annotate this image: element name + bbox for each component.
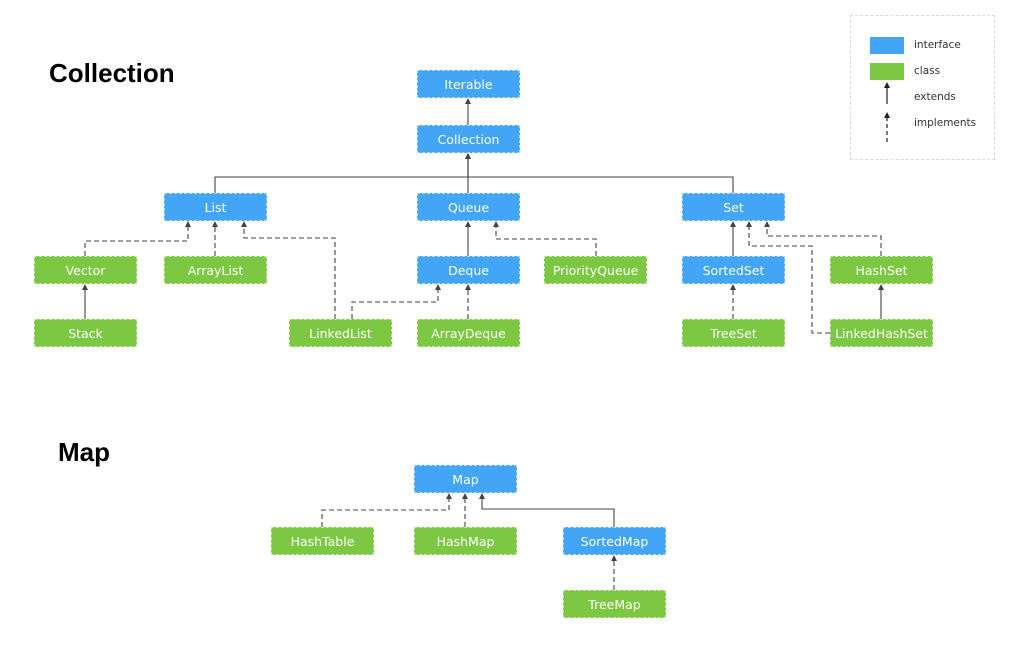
legend-class-swatch [870, 63, 904, 80]
node-iterable: Iterable [417, 70, 520, 98]
node-queue: Queue [417, 193, 520, 221]
node-map: Map [414, 465, 517, 493]
node-vector: Vector [34, 256, 137, 284]
node-treemap: TreeMap [563, 590, 666, 618]
implements-connector-arraydeque-to-deque [465, 284, 471, 319]
node-priorityqueue: PriorityQueue [544, 256, 647, 284]
map-section-title: Map [58, 437, 110, 467]
node-treeset: TreeSet [682, 319, 785, 347]
implements-connector-linkedlist-to-deque [351, 284, 441, 319]
implements-connector-priorityqueue-to-queue [493, 221, 597, 256]
node-set: Set [682, 193, 785, 221]
legend-implements-label: implements [914, 117, 977, 129]
extends-connector-list-to-collection [214, 153, 471, 193]
collection-section-title: Collection [49, 58, 175, 88]
implements-connector-hashmap-to-map [462, 493, 468, 527]
node-stack: Stack [34, 319, 137, 347]
node-sortedset: SortedSet [682, 256, 785, 284]
legend-interface-label: interface [914, 39, 961, 51]
implements-connector-vector-to-list [84, 221, 191, 256]
implements-connector-treemap-to-sortedmap [611, 555, 617, 590]
legend-extends-arrow-icon [884, 82, 890, 104]
implements-connector-arraylist-to-list [212, 221, 218, 256]
legend-class-label: class [914, 65, 941, 77]
extends-connector-set-to-collection [465, 153, 734, 193]
node-hashtable: HashTable [271, 527, 374, 555]
extends-connector-collection-to-iterable [465, 98, 471, 125]
extends-connector-sortedset-to-set [730, 221, 736, 256]
node-sortedmap: SortedMap [563, 527, 666, 555]
node-deque: Deque [417, 256, 520, 284]
implements-connector-linkedlist-to-list [241, 221, 336, 319]
extends-connector-linkedhashset-to-hashset [878, 284, 884, 319]
legend: interface class extends implements [850, 15, 995, 160]
node-arraydeque: ArrayDeque [417, 319, 520, 347]
node-arraylist: ArrayList [164, 256, 267, 284]
legend-extends-label: extends [914, 91, 956, 103]
extends-connector-sortedmap-to-map [479, 493, 615, 527]
node-list: List [164, 193, 267, 221]
node-hashset: HashSet [830, 256, 933, 284]
node-hashmap: HashMap [414, 527, 517, 555]
implements-connector-hashtable-to-map [321, 493, 452, 527]
legend-implements-arrow-icon [884, 112, 890, 142]
node-linkedhashset: LinkedHashSet [830, 319, 933, 347]
extends-connector-deque-to-queue [465, 221, 471, 256]
implements-connector-linkedhashset-to-set [746, 221, 830, 334]
extends-connector-stack-to-vector [82, 284, 88, 319]
node-collection: Collection [417, 125, 520, 153]
node-linkedlist: LinkedList [289, 319, 392, 347]
implements-connector-treeset-to-sortedset [730, 284, 736, 319]
legend-interface-swatch [870, 37, 904, 54]
implements-connector-hashset-to-set [764, 221, 882, 256]
